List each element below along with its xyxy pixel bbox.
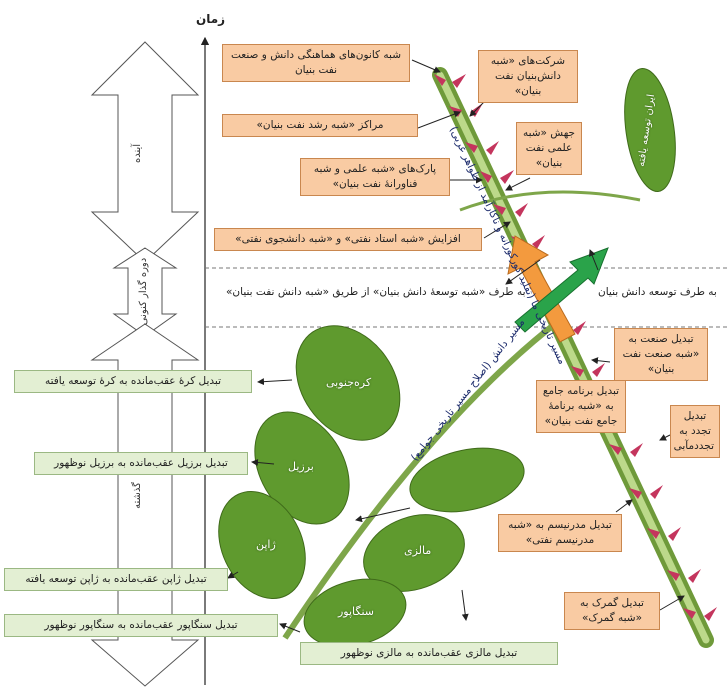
leaf-brazil-label: برزیل [288,460,314,473]
goal-leaf-shape [624,68,676,192]
past-box-1: تبدیل صنعت به «شبه صنعت نفت بنیان» [614,328,708,381]
future-box-6: افزایش «شبه استاد نفتی» و «شبه دانشجوی ن… [214,228,482,251]
green-box-korea: تبدیل کرهٔ عقب‌مانده به کرهٔ توسعه یافته [14,370,252,393]
past-box-5: تبدیل گمرک به «شبه گمرک» [564,592,660,630]
past-box-2: تبدیل برنامه جامع به «شبه برنامهٔ جامع ن… [536,380,626,433]
leaf-rachis [282,317,562,640]
axis-title: زمان [196,12,226,26]
leaf-right-shape [409,447,525,513]
direction-label-right: به طرف توسعه دانش بنیان [598,286,717,298]
future-box-2: شرکت‌های «شبه دانش‌بنیان نفت بنیان» [478,50,578,103]
past-box-4: تبدیل مدرنیسم به «شبه مدرنیسم نفتی» [498,514,622,552]
leaf-brazil-shape [254,411,350,525]
future-box-5: پارک‌های «شبه علمی و شبه فناورانهٔ نفت ب… [300,158,450,196]
leaf-japan-shape [218,491,306,599]
future-box-3: مراکز «شبه رشد نفت بنیان» [222,114,418,137]
rose-stem-highlight [436,71,710,644]
leaf-korea-label: کره‌جنوبی [326,376,372,389]
timeline-future-arrow [90,41,200,263]
future-box-4: جهش «شبه علمی نفت بنیان» [516,122,582,175]
branch-label: مسیر دانش (اصلاح مسیر تاریخی جوامع) [409,316,528,463]
leaf-singapore-label: سنگاپور [338,605,375,618]
leaf-malaysia-shape [363,514,465,592]
direction-label-left: به طرف «شبه توسعهٔ دانش بنیان» از طریق «… [226,286,526,298]
orange-direction-arrow [507,235,576,343]
timeline-past-label: گذشته [131,482,143,509]
timeline-future-label: آینده [132,143,144,164]
connector-lines [227,59,685,633]
leaf-korea-shape [295,325,401,441]
green-box-malaysia: تبدیل مالزی عقب‌مانده به مالزی نوظهور [300,642,558,665]
green-box-japan: تبدیل ژاپن عقب‌مانده به ژاپن توسعه یافته [4,568,228,591]
goal-branch [459,190,641,212]
green-box-brazil: تبدیل برزیل عقب‌مانده به برزیل نوظهور [34,452,248,475]
timeline-past-arrow [90,323,200,687]
green-direction-arrow [514,247,609,333]
green-box-singapore: تبدیل سنگاپور عقب‌مانده به سنگاپور نوظهو… [4,614,278,637]
past-box-3: تبدیل تجدد به تجددمآبی [670,405,720,458]
leaf-japan-label: ژاپن [256,538,276,551]
leaf-malaysia-label: مالزی [404,544,432,557]
future-box-1: شبه کانون‌های هماهنگی دانش و صنعت نفت بن… [222,44,410,82]
timeline-transition-label: دوره گذار کنونی [138,257,150,326]
